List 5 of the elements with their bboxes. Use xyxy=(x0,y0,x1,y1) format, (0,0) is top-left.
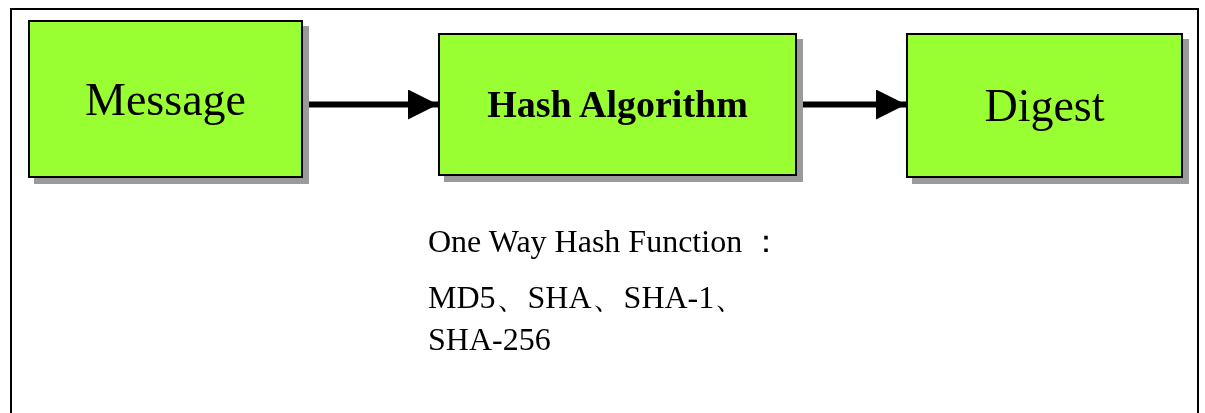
note-text: One Way Hash Function ： xyxy=(428,222,784,261)
box-label: Hash Algorithm xyxy=(487,82,748,127)
box-label: Message xyxy=(85,72,246,127)
note-text: MD5、SHA、SHA-1、 SHA-256 xyxy=(428,278,748,359)
box-label: Digest xyxy=(984,79,1105,133)
